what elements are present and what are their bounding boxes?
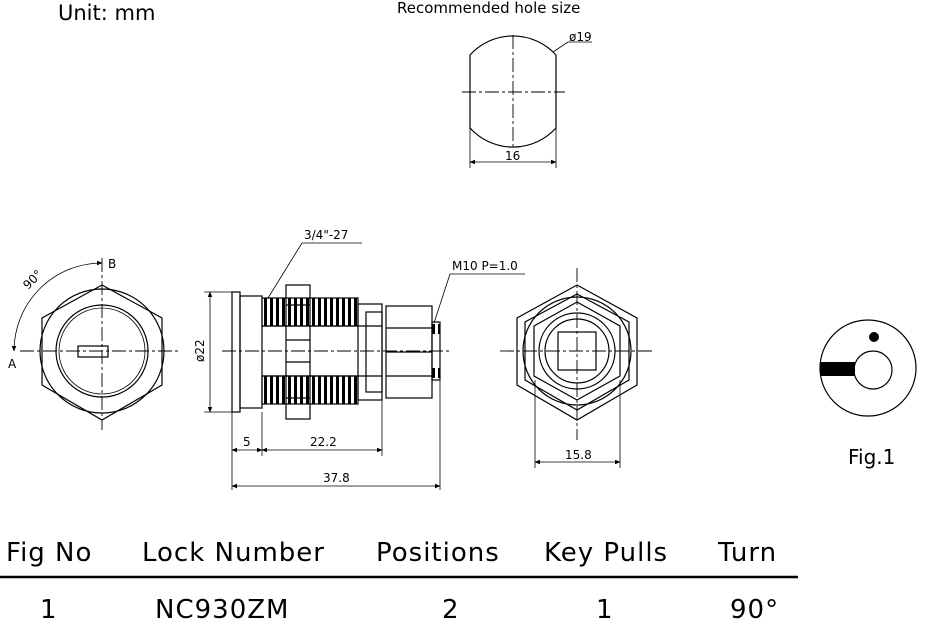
fig1-caption: Fig.1 xyxy=(848,445,895,469)
hole-title: Recommended hole size xyxy=(397,0,580,17)
cell-turn: 90° xyxy=(730,595,779,621)
hole-width-label: 16 xyxy=(505,149,520,163)
angle-label: 90° xyxy=(20,267,45,292)
face-diameter-label: ø22 xyxy=(193,339,207,362)
dim-22-2-label: 22.2 xyxy=(310,435,337,449)
header-fig-no: Fig No xyxy=(6,538,92,568)
cell-positions: 2 xyxy=(442,595,460,621)
dim-5-label: 5 xyxy=(243,435,251,449)
nut-thread-label: M10 P=1.0 xyxy=(452,259,518,273)
header-key-pulls: Key Pulls xyxy=(544,538,668,568)
cell-key-pulls: 1 xyxy=(596,595,614,621)
spec-table: Fig No Lock Number Positions Key Pulls T… xyxy=(0,538,798,621)
hole-diameter-label: ø19 xyxy=(569,30,592,44)
dim-37-8-label: 37.8 xyxy=(323,471,350,485)
header-positions: Positions xyxy=(376,538,500,568)
unit-label: Unit: mm xyxy=(58,1,155,25)
cell-lock-number: NC930ZM xyxy=(155,595,289,621)
rear-view xyxy=(500,268,655,468)
fig1-symbol xyxy=(819,319,917,417)
side-view xyxy=(204,242,525,490)
rear-width-label: 15.8 xyxy=(565,448,592,462)
front-view xyxy=(11,258,180,430)
hole-diagram xyxy=(462,35,592,168)
header-lock-number: Lock Number xyxy=(142,538,325,568)
header-turn: Turn xyxy=(717,538,777,568)
thread-label: 3/4"-27 xyxy=(304,228,348,242)
label-b: B xyxy=(108,257,116,271)
label-a: A xyxy=(8,357,17,371)
cell-fig-no: 1 xyxy=(40,595,58,621)
